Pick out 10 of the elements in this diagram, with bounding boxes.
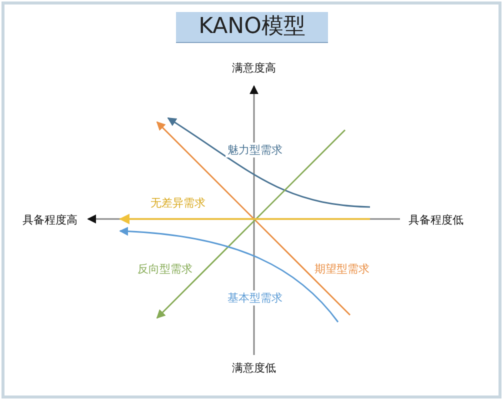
curve-label: 反向型需求 <box>136 262 194 276</box>
axis-label: 具备程度低 <box>406 212 466 228</box>
axis-label: 具备程度高 <box>20 212 80 228</box>
title: KANO模型 <box>176 12 328 43</box>
curve-label: 基本型需求 <box>226 290 284 306</box>
axis-label: 满意度高 <box>230 60 278 76</box>
curve-label: 期望型需求 <box>312 262 372 276</box>
curve-label: 魅力型需求 <box>226 142 284 158</box>
curve-label: 无差异需求 <box>148 196 208 210</box>
axis-label: 满意度低 <box>230 360 278 376</box>
